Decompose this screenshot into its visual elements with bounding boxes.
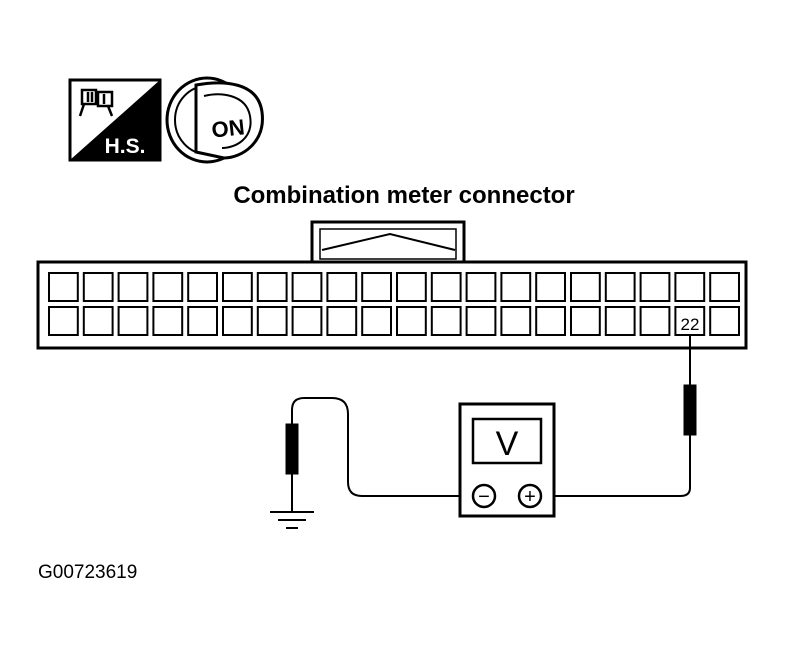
figure-code: G00723619 (38, 562, 137, 583)
connector-cavity (674, 272, 706, 302)
connector-cavity (500, 272, 532, 302)
voltmeter-label: V (496, 425, 519, 463)
ignition-on-label: ON (210, 114, 245, 142)
voltmeter-display (471, 417, 543, 465)
negative-probe (285, 397, 474, 512)
connector-cavity (222, 272, 253, 302)
connector-cavity (396, 306, 427, 336)
connector-cavity (291, 306, 323, 336)
hs-badge: H.S. (68, 78, 162, 162)
connector-cavity (500, 306, 532, 336)
connector-cavity (709, 272, 741, 302)
connector-cavity (152, 306, 184, 336)
connector-cavity (674, 306, 706, 336)
connector-cavity (291, 272, 323, 302)
connector-cavity (222, 306, 253, 336)
hs-label: H.S. (105, 135, 146, 158)
connector-cavity (256, 306, 288, 336)
voltmeter: V − + (458, 402, 556, 518)
connector-cavity (326, 306, 358, 336)
connector-cavity (535, 272, 567, 302)
connector-cavity (48, 306, 79, 336)
connector-cavity (639, 306, 671, 336)
connector-title: Combination meter connector (233, 182, 574, 209)
connector-cavity (570, 306, 601, 336)
connector-cavity (465, 306, 497, 336)
connector-cavity (430, 272, 462, 302)
connector-cavity (152, 272, 184, 302)
connector-cavity (361, 306, 393, 336)
ground-icon (270, 511, 314, 529)
connector-cavity (604, 272, 636, 302)
ignition-on-icon: ON (165, 76, 264, 164)
connector-cavity (256, 272, 288, 302)
connector-cavity (570, 272, 601, 302)
connector-cavity (709, 306, 741, 336)
positive-probe (542, 336, 697, 497)
combination-meter-connector: 22 (36, 220, 748, 350)
connector-cavity (604, 306, 636, 336)
seat-icon (78, 88, 114, 117)
connector-cavity (82, 306, 114, 336)
connector-cavity (82, 272, 114, 302)
positive-terminal (517, 483, 543, 509)
negative-symbol: − (478, 486, 490, 508)
connector-cavities (48, 272, 741, 336)
connector-cavity (361, 272, 393, 302)
connector-cavity (326, 272, 358, 302)
connector-cavity (187, 272, 218, 302)
connector-cavity (430, 306, 462, 336)
connector-cavity (117, 272, 149, 302)
connector-cavity (48, 272, 79, 302)
positive-symbol: + (524, 486, 536, 508)
connector-cavity (396, 272, 427, 302)
connector-cavity (535, 306, 567, 336)
pin-22-label: 22 (681, 315, 700, 334)
negative-terminal (471, 483, 497, 509)
connector-cavity (465, 272, 497, 302)
connector-cavity (639, 272, 671, 302)
connector-cavity (117, 306, 149, 336)
connector-cavity (187, 306, 218, 336)
